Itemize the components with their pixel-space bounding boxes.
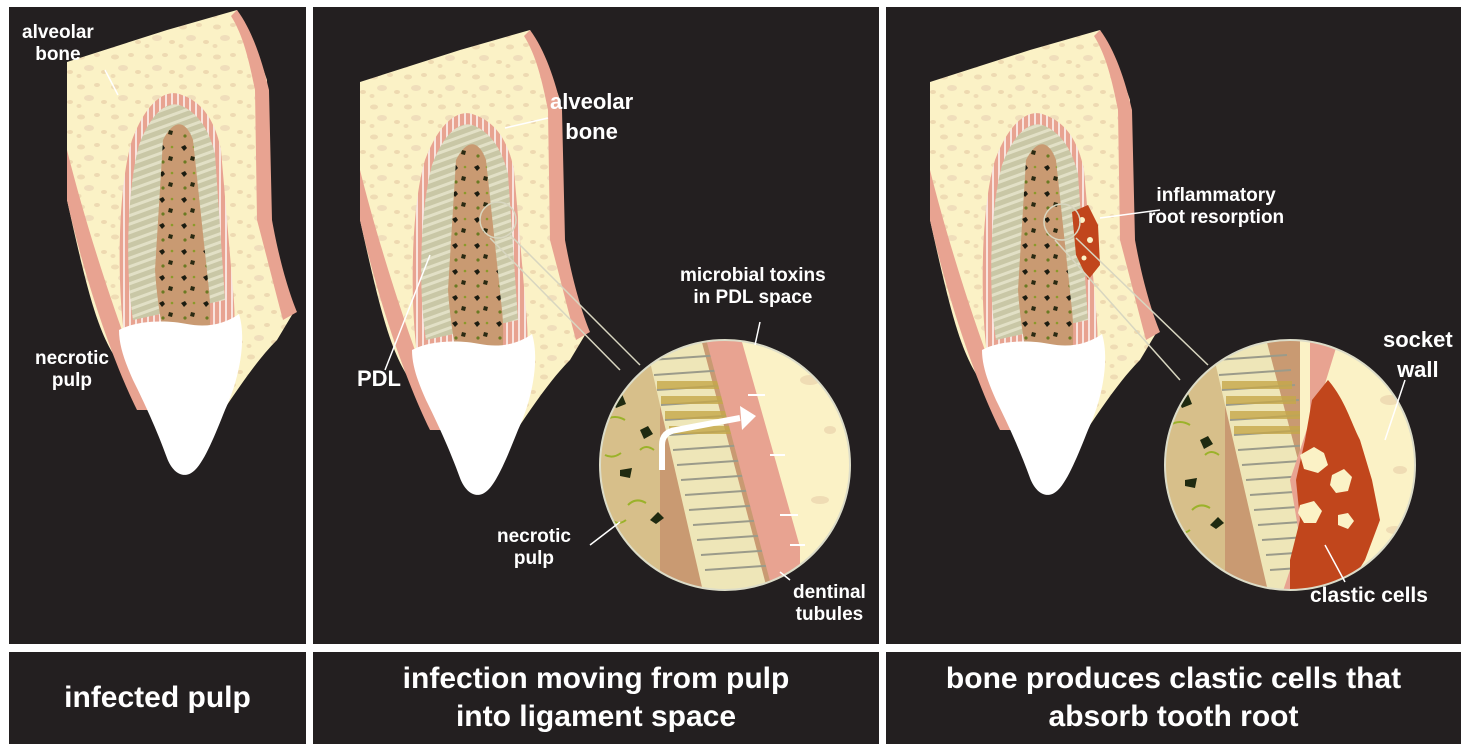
- caption-infected-pulp: infected pulp: [9, 652, 306, 744]
- magnified-view-2: [595, 335, 860, 600]
- tooth-illustration-3: [930, 30, 1160, 495]
- label-clastic-cells: clastic cells: [1310, 585, 1428, 607]
- tooth-illustration-1: [67, 10, 297, 475]
- label-pdl: PDL: [357, 368, 401, 390]
